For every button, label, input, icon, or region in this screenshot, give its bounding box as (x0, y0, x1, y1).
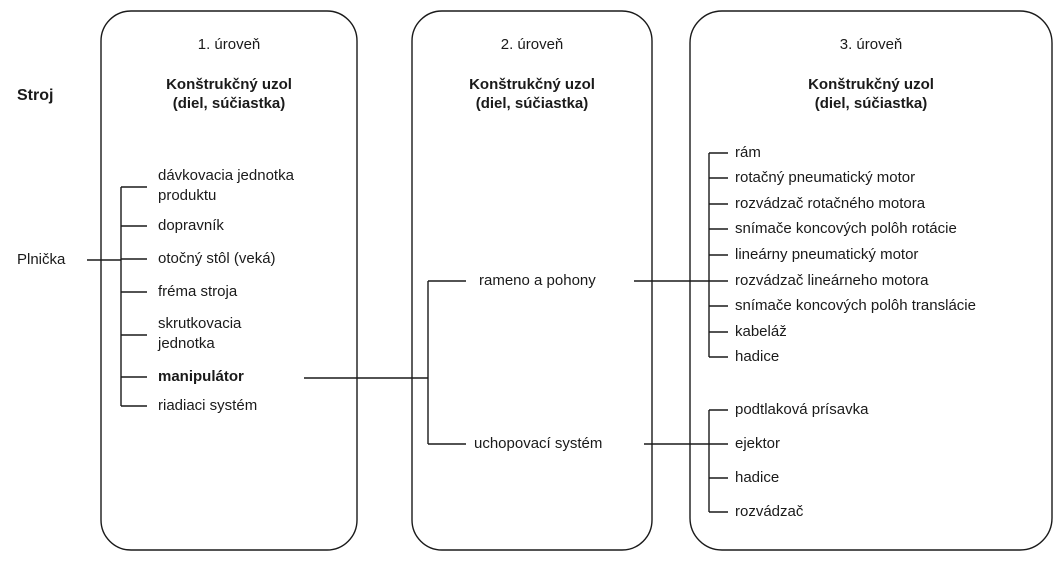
level-3-item: hadice (735, 469, 780, 486)
level-1-item: riadiaci systém (158, 397, 258, 414)
level-3-header-line-1: Konštrukčný uzol (808, 76, 934, 93)
level-3-item: lineárny pneumatický motor (735, 246, 919, 263)
level-3-item: snímače koncových polôh rotácie (735, 220, 957, 237)
level-3-item: kabeláž (735, 323, 787, 340)
level-2-item: rameno a pohony (479, 272, 596, 289)
level-2-item: uchopovací systém (474, 435, 603, 452)
level-3-header: Konštrukčný uzol (diel, súčiastka) (808, 75, 934, 113)
level-1-header-line-1: Konštrukčný uzol (166, 76, 292, 93)
level-1-item: dopravník (158, 217, 224, 234)
level-3-item: ejektor (735, 435, 781, 452)
machine-label: Stroj (17, 87, 54, 104)
level-3-title: 3. úroveň (839, 36, 903, 53)
level-1-item: fréma stroja (158, 283, 238, 300)
level-1-title: 1. úroveň (197, 36, 261, 53)
level-3-group-1-ticks (709, 152, 728, 358)
level-3-item: rozvádzač (735, 503, 804, 520)
level-1-ticks (121, 186, 147, 407)
level-1-header-line-2: (diel, súčiastka) (172, 95, 286, 112)
level-3-item: podtlaková prísavka (735, 401, 869, 418)
level-3-group-2-ticks (709, 409, 728, 513)
level-1-item-line: produktu (158, 187, 217, 204)
level-1-item-line: skrutkovacia (158, 315, 242, 332)
level-3-item: rám (735, 144, 761, 161)
level-2-header-line-2: (diel, súčiastka) (475, 95, 589, 112)
level-3-item: rozvádzač rotačného motora (735, 195, 926, 212)
level-2-ticks (428, 280, 466, 445)
level-1-header: Konštrukčný uzol (diel, súčiastka) (166, 75, 292, 113)
level-1-item: dávkovacia jednotka produktu (158, 166, 294, 206)
level-1-item: otočný stôl (veká) (158, 250, 276, 267)
level-1-frame (100, 10, 358, 551)
level-2-header-line-1: Konštrukčný uzol (469, 76, 595, 93)
level-1-item: skrutkovacia jednotka (158, 314, 241, 354)
level-3-item: rozvádzač lineárneho motora (735, 272, 929, 289)
level-2-title: 2. úroveň (500, 36, 564, 53)
level-2-header: Konštrukčný uzol (diel, súčiastka) (469, 75, 595, 113)
level-3-header-line-2: (diel, súčiastka) (814, 95, 928, 112)
level-3-item: hadice (735, 348, 780, 365)
level-3-item: snímače koncových polôh translácie (735, 297, 976, 314)
level-1-item-highlighted: manipulátor (158, 368, 244, 385)
level-3-item: rotačný pneumatický motor (735, 169, 916, 186)
machine-name: Plnička (17, 251, 66, 268)
level-1-item-line: dávkovacia jednotka (158, 167, 294, 184)
level-1-item-line: jednotka (158, 335, 215, 352)
